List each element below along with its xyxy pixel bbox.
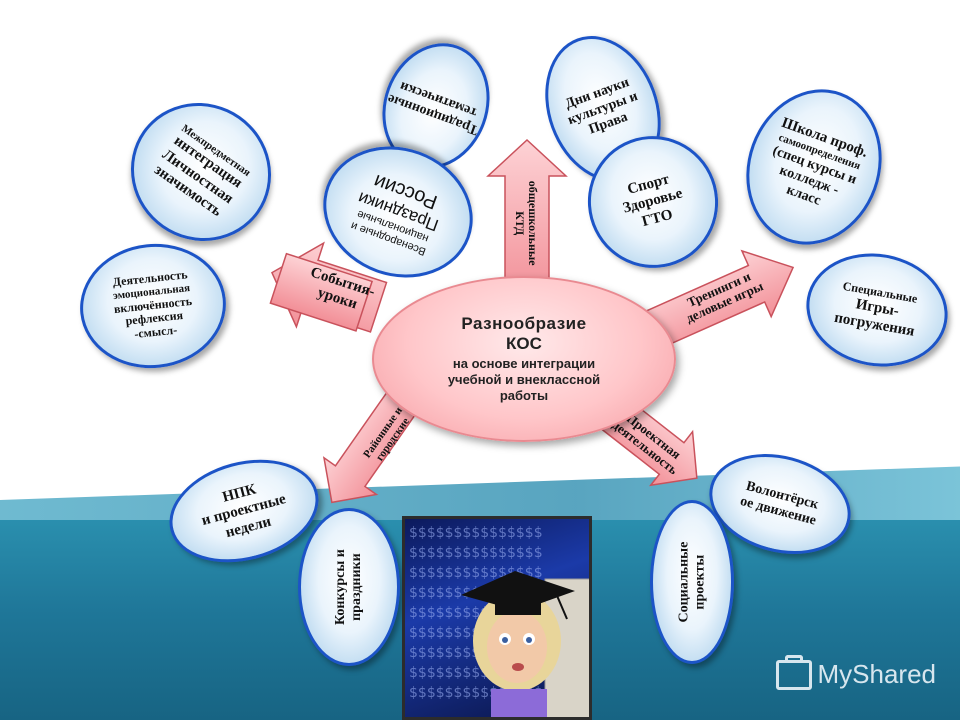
svg-text:$$$$$$$$$$$$$$$: $$$$$$$$$$$$$$$ [409,545,543,561]
myshared-watermark: MyShared [775,654,937,690]
bubble-social-line-1: Социальные [675,541,691,623]
bubble-social: Социальные проекты [650,500,734,664]
svg-text:$$$$$$$$$$$$$$$: $$$$$$$$$$$$$$$ [409,525,543,541]
center-node: Разнообразие КОС на основе интеграции уч… [372,276,676,442]
center-line-3: работы [499,388,549,404]
bubble-social-line-2: проекты [692,554,707,610]
arrow-left-shaft [269,252,374,332]
center-subtitle: КОС [506,333,542,353]
myshared-logo-icon [775,654,812,690]
watermark-text: MyShared [817,659,937,689]
photo-illustration: $$$$$$$$$$$$$$$ $$$$$$$$$$$$$$$ $$$$$$$$… [409,525,589,717]
arrow-up-line-2: КТД [513,211,527,236]
center-line-2: учебной и внеклассной [447,371,601,387]
child-graduate-photo: $$$$$$$$$$$$$$$ $$$$$$$$$$$$$$$ $$$$$$$$… [402,516,592,720]
arrow-down-left [322,382,424,504]
center-line-1: на основе интеграции [452,355,596,371]
bubble-contests-line-2: праздники [348,553,364,621]
bubble-contests-line-1: Конкурсы и [332,549,348,625]
arrow-up-line-1: общешкольные [526,180,541,266]
arrow-label-up: общешкольные КТД [513,171,541,275]
bubble-contests: Конкурсы и праздники [298,508,400,666]
center-title: Разнообразие [461,313,587,333]
